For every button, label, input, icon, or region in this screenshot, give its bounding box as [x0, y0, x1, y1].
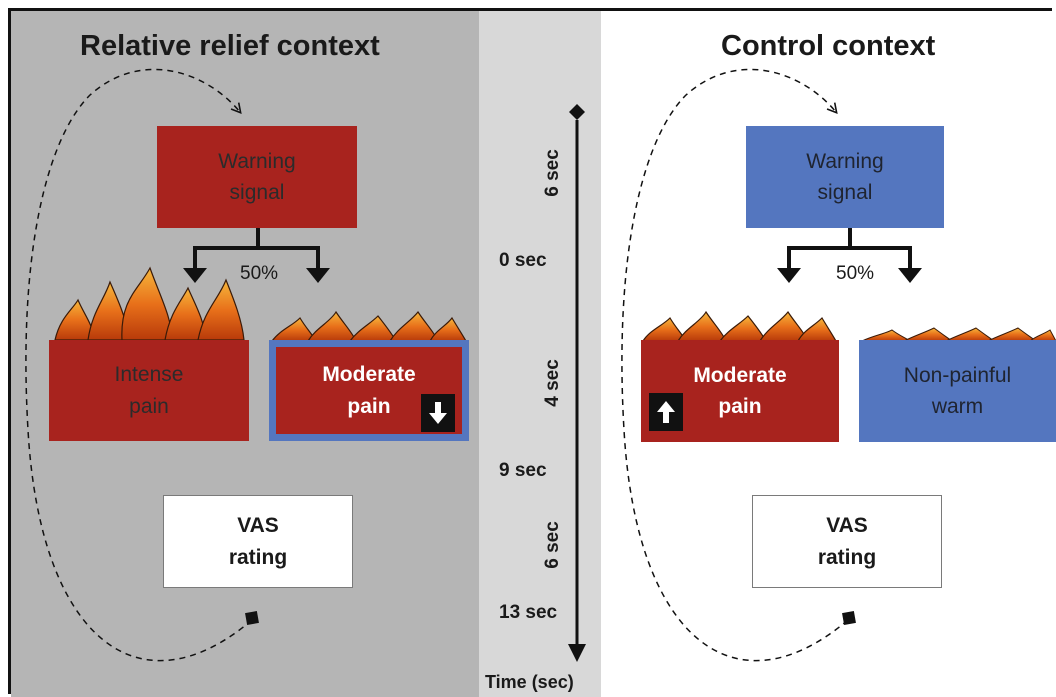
relief-loop-arrow	[25, 68, 259, 662]
flame-icon	[270, 310, 468, 342]
control-probability: 50%	[836, 263, 875, 284]
relief-branch-arrows	[183, 228, 330, 283]
flame-icon	[861, 327, 1056, 342]
relief-probability: 50%	[240, 263, 279, 284]
mark-0-sec: 0 sec	[499, 250, 547, 271]
down-arrow-icon	[421, 394, 455, 432]
timeline-panel	[479, 11, 601, 697]
flame-icon	[641, 310, 838, 342]
mark-13-sec: 13 sec	[499, 602, 558, 623]
segment-warning-duration: 6 sec	[542, 149, 563, 197]
timeline-start-marker	[569, 104, 585, 120]
relief-warning-signal: Warning signal	[157, 126, 357, 228]
segment-stimulus-duration: 4 sec	[542, 359, 563, 407]
mark-9-sec: 9 sec	[499, 460, 547, 481]
control-warning-signal: Warning signal	[746, 126, 944, 228]
control-branch-arrows	[777, 228, 922, 283]
control-loop-arrow	[621, 68, 856, 662]
control-vas-rating: VAS rating	[752, 495, 942, 588]
figure-frame	[8, 8, 1052, 694]
time-axis-label: Time (sec)	[485, 672, 574, 692]
control-non-painful-warm: Non-painful warm	[859, 340, 1056, 442]
relief-context-title: Relative relief context	[80, 30, 380, 62]
up-arrow-icon	[649, 393, 683, 431]
timeline-end-arrowhead	[568, 644, 586, 662]
relief-intense-pain: Intense pain	[49, 340, 249, 441]
segment-rating-duration: 6 sec	[542, 521, 563, 569]
relief-vas-rating: VAS rating	[163, 495, 353, 588]
control-context-title: Control context	[721, 30, 936, 62]
timeline-axis	[568, 104, 586, 662]
flame-icon	[54, 266, 245, 341]
